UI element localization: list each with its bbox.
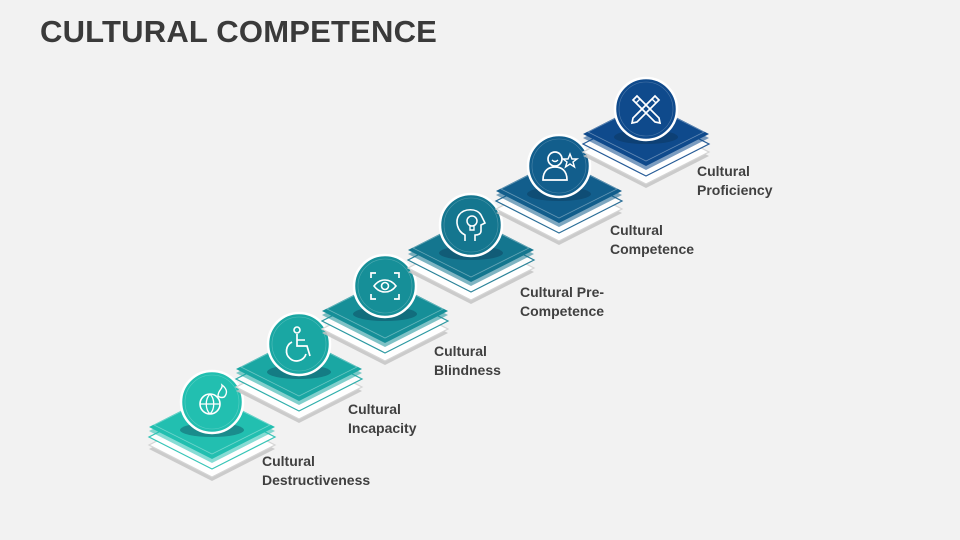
- step-3: [320, 253, 450, 365]
- step-circle: [266, 311, 332, 377]
- head-lightbulb-icon: [456, 208, 487, 241]
- globe-fire-icon: [199, 383, 228, 415]
- step-label-line2: Competence: [520, 303, 605, 319]
- step-5: [494, 133, 624, 245]
- step-label-line1: Cultural: [262, 453, 315, 469]
- step-1: [147, 369, 277, 481]
- step-label-line1: Cultural Pre-: [520, 284, 605, 300]
- step-label-line2: Competence: [610, 241, 695, 257]
- step-label-line1: Cultural: [697, 163, 750, 179]
- step-label-line1: Cultural: [610, 222, 663, 238]
- step-2: [234, 311, 364, 423]
- step-circle: [613, 76, 679, 142]
- page-title: CULTURAL COMPETENCE: [40, 14, 438, 49]
- step-label-line2: Destructiveness: [262, 472, 371, 488]
- step-label-line1: Cultural: [434, 343, 487, 359]
- step-label-line2: Proficiency: [697, 182, 773, 198]
- step-label-line2: Blindness: [434, 362, 501, 378]
- step-label-line1: Cultural: [348, 401, 401, 417]
- step-circle: [179, 369, 245, 435]
- user-star-icon: [542, 151, 580, 181]
- step-4: [406, 192, 536, 304]
- step-label-4: Cultural Pre- Competence: [520, 283, 680, 321]
- step-circle: [352, 253, 418, 319]
- pencil-ruler-icon: [630, 94, 662, 125]
- step-label-line2: Incapacity: [348, 420, 417, 436]
- step-circle: [438, 192, 504, 258]
- step-6: [581, 76, 711, 188]
- step-circle: [526, 133, 592, 199]
- wheelchair-icon: [285, 326, 311, 362]
- eye-scan-icon: [370, 272, 400, 300]
